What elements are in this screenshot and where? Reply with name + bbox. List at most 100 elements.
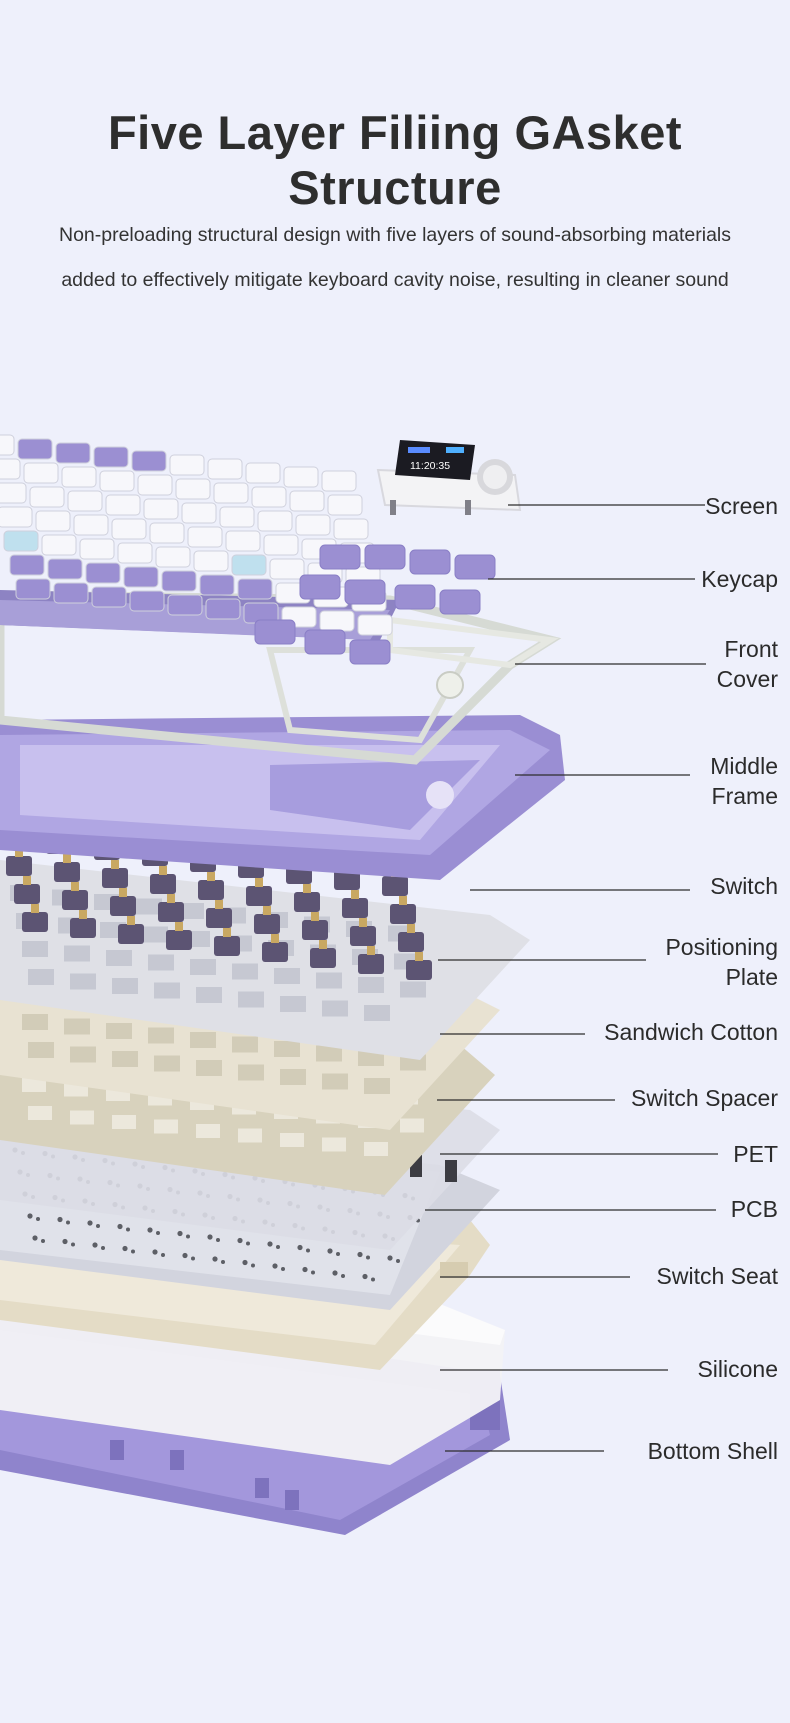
switch-stem (79, 910, 87, 919)
plate-hole (196, 987, 222, 1003)
keycap (219, 506, 255, 528)
switch (310, 948, 336, 968)
plate-hole (322, 1000, 348, 1017)
keycap (85, 562, 121, 584)
keycap (61, 466, 97, 488)
keycap (73, 514, 109, 536)
pcb-dot (87, 1220, 93, 1226)
plate-hole (364, 1005, 390, 1021)
pcb-dot (272, 1263, 278, 1269)
label-positioning-plate-line2: Plate (725, 964, 778, 990)
label-bottom-shell: Bottom Shell (647, 1438, 778, 1464)
spacer-hole (238, 1128, 262, 1143)
spacer-hole (154, 1119, 178, 1134)
keycap (93, 446, 129, 468)
plate-hole (148, 954, 174, 971)
plate-hole (280, 996, 306, 1012)
keycap (349, 639, 391, 665)
label-front-cover-line2: Cover (716, 666, 778, 692)
switch (246, 886, 272, 906)
spacer-hole (280, 1133, 304, 1147)
page-title: Five Layer Filiing GAsket Structure (107, 106, 683, 214)
pcb-dot (336, 1252, 340, 1256)
keycap (319, 544, 361, 570)
keycap (181, 502, 217, 524)
screen-time: 11:20:35 (410, 460, 450, 472)
label-front-cover: Front Cover (717, 634, 778, 694)
keycap (304, 629, 346, 655)
switch (14, 884, 40, 904)
cotton-hole (190, 1032, 216, 1048)
pcb-dot (71, 1242, 75, 1247)
switch (110, 896, 136, 916)
pcb-dot (36, 1217, 40, 1221)
label-middle-frame-line2: Frame (711, 783, 778, 809)
subtitle-line-2: added to effectively mitigate keyboard c… (61, 269, 729, 291)
switch-stem (223, 928, 231, 937)
keycap (187, 526, 223, 548)
cotton-hole (112, 1051, 138, 1067)
cotton-hole (238, 1064, 264, 1081)
pcb-dot (246, 1241, 250, 1246)
pcb-dot (131, 1249, 135, 1254)
label-middle-frame-line1: Middle (710, 753, 778, 779)
keycap (23, 462, 59, 484)
cotton-hole (280, 1069, 306, 1085)
keycap (67, 490, 103, 512)
keycap (29, 486, 65, 508)
switch-stem (23, 876, 31, 885)
cotton-hole (106, 1023, 132, 1039)
switch (262, 942, 288, 962)
keycap (175, 478, 211, 500)
switch (302, 920, 328, 940)
switch-stem (263, 906, 271, 915)
keycap (283, 466, 319, 488)
switch (406, 960, 432, 980)
cotton-hole (358, 1050, 384, 1066)
keycap (231, 554, 267, 576)
switch-stem (415, 952, 423, 961)
label-sandwich-cotton: Sandwich Cotton (604, 1019, 778, 1045)
subtitle-line-1: Non-preloading structural design with fi… (58, 224, 731, 246)
switch (390, 904, 416, 924)
switch-stem (359, 918, 367, 927)
pcb-dot (221, 1260, 225, 1264)
keycap (169, 454, 205, 476)
pcb-dot (212, 1256, 218, 1262)
keycap (123, 566, 159, 588)
keycap (344, 579, 386, 605)
keycap (295, 514, 331, 536)
label-switch-seat: Switch Seat (656, 1263, 778, 1289)
spacer-hole (112, 1115, 136, 1129)
switch (294, 892, 320, 912)
pcb-dot (32, 1235, 38, 1241)
spacer-hole (196, 1124, 220, 1138)
keycap (193, 550, 229, 572)
keycap (327, 494, 363, 516)
pcb-dot (387, 1255, 393, 1261)
spacer-hole (364, 1142, 388, 1156)
switch (198, 880, 224, 900)
keycap (357, 614, 393, 636)
switch-stem (351, 890, 359, 899)
label-keycap: Keycap (701, 566, 778, 592)
keycap-layer (0, 434, 496, 665)
pcb-dot (362, 1273, 368, 1280)
switch (62, 890, 88, 910)
switch (158, 902, 184, 922)
keycap (3, 530, 39, 552)
plate-hole (64, 945, 90, 962)
pcb-dot (27, 1213, 33, 1219)
keycap (207, 458, 243, 480)
keycap (105, 494, 141, 516)
switch (166, 930, 192, 950)
keycap (55, 442, 91, 464)
label-positioning-plate-line1: Positioning (665, 934, 778, 960)
switch-stem (399, 896, 407, 905)
plate-hole (190, 959, 216, 975)
pcb-dot (147, 1227, 153, 1233)
switch-stem (167, 894, 175, 903)
pcb-dot (332, 1270, 338, 1276)
cotton-hole (364, 1078, 390, 1094)
pcb-dot (117, 1223, 123, 1230)
